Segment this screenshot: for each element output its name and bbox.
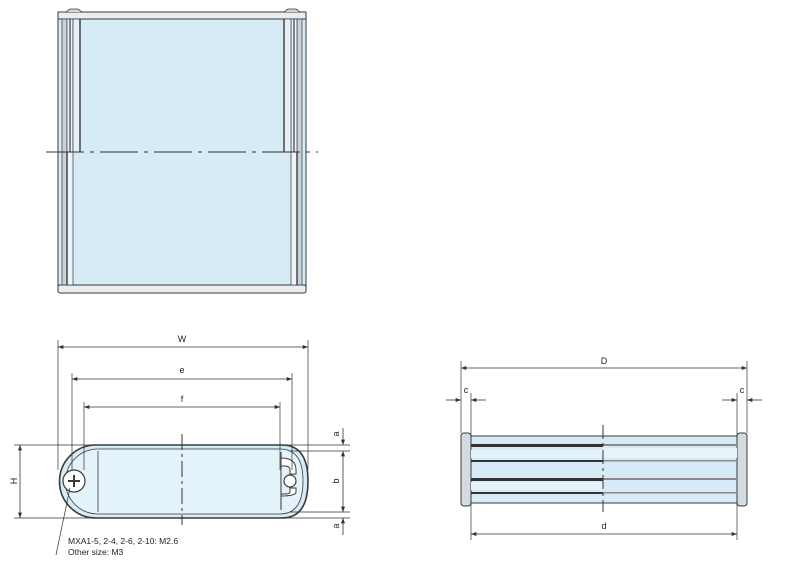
front-view	[46, 8, 318, 294]
dim-label-H: H	[9, 478, 19, 485]
section-view	[58, 434, 309, 525]
dim-label-D: D	[601, 356, 608, 366]
dim-label-d: d	[601, 521, 606, 531]
screw-note-line1: MXA1-5, 2-4, 2-6, 2-10: M2.6	[68, 536, 178, 546]
dim-label-W: W	[178, 334, 187, 344]
top-view	[460, 425, 748, 512]
dim-label-b: b	[331, 478, 341, 483]
screw-note-line2: Other size: M3	[68, 547, 124, 557]
dim-label-a-bottom: a	[331, 523, 341, 528]
dim-label-c-left: c	[464, 385, 469, 395]
dim-label-c-right: c	[740, 385, 745, 395]
dim-label-e: e	[179, 365, 184, 375]
section-dimensions	[14, 340, 350, 556]
top-view-dimensions	[446, 361, 762, 540]
dim-label-a-top: a	[331, 431, 341, 436]
dim-label-f: f	[181, 394, 184, 404]
